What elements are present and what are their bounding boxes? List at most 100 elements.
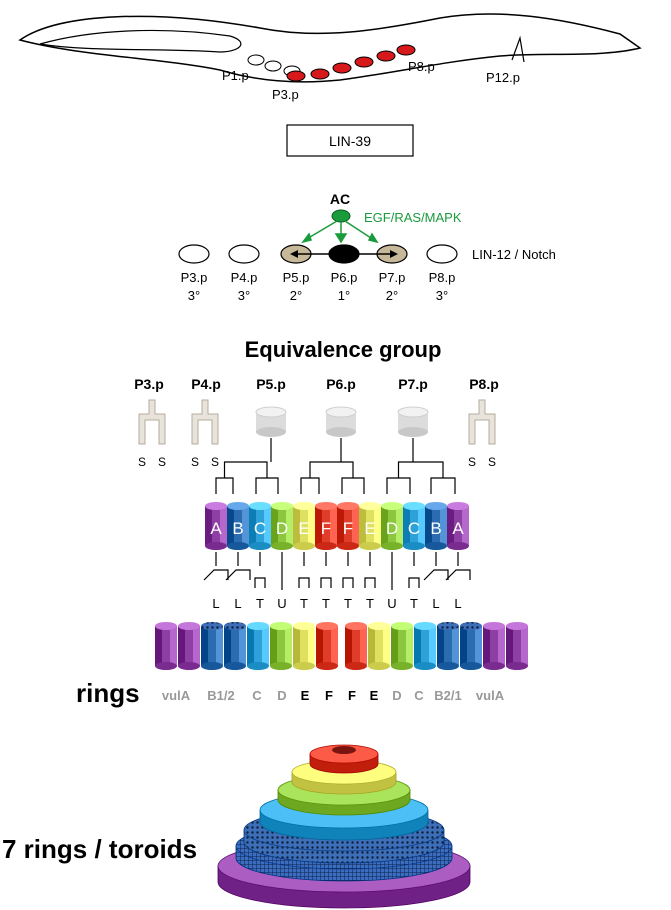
ring-label: B1/2 <box>207 688 234 703</box>
division-label: U <box>277 596 286 611</box>
ring-label: vulA <box>162 688 191 703</box>
lateral-arrowhead-left <box>290 250 298 258</box>
vpc-fate: 1° <box>338 288 350 303</box>
worm-cell-red <box>310 68 330 80</box>
division-label: T <box>366 596 374 611</box>
tertiary-fork <box>191 399 219 445</box>
division-line <box>423 569 449 581</box>
cylinder-F: F <box>337 502 359 550</box>
vpc-name: P4.p <box>231 270 258 285</box>
vpc-name: P7.p <box>379 270 406 285</box>
vpc-cell-p8p <box>426 244 458 264</box>
ring-cylinder-B <box>201 622 223 670</box>
s-label: S <box>138 455 146 469</box>
ring-label: vulA <box>476 688 505 703</box>
ring-label: C <box>414 688 424 703</box>
division-label: T <box>300 596 308 611</box>
induction-panel: AC EGF/RAS/MAPK P3.p3°P4.p3°P5.p2°P6.p1°… <box>178 191 556 303</box>
lin39-box: LIN-39 <box>286 124 414 157</box>
worm-cell-red <box>354 56 374 68</box>
ring-cylinder-D <box>391 622 413 670</box>
cylinder-letter: B <box>430 519 441 538</box>
ring-label: F <box>348 688 356 703</box>
lineage-branch <box>341 477 365 494</box>
ring-label: C <box>252 688 262 703</box>
egf-arrows <box>301 220 379 244</box>
cylinder-letter: C <box>408 519 420 538</box>
cylinder-letter: F <box>343 519 353 538</box>
division-label: T <box>344 596 352 611</box>
s-label: S <box>468 455 476 469</box>
lateral-arrowhead-right <box>390 250 398 258</box>
cylinder-letter: E <box>364 519 375 538</box>
worm-cell-red <box>286 70 306 82</box>
vpc-cylinder <box>397 406 429 437</box>
division-label: U <box>387 596 396 611</box>
ring-cylinder-E <box>293 622 315 670</box>
division-line <box>254 577 266 588</box>
cylinder-B: B <box>425 502 447 550</box>
vpc-fate: 3° <box>188 288 200 303</box>
worm-cell-open <box>247 54 265 66</box>
cylinder-C: C <box>249 502 271 550</box>
vpc-name: P5.p <box>283 270 310 285</box>
vpc-cell-p6p <box>328 244 360 264</box>
ring-label: D <box>392 688 401 703</box>
worm-cell-open <box>264 60 282 72</box>
vpc-cylinder <box>325 406 357 437</box>
lineage-branch <box>223 461 268 478</box>
worm-label-p1p: P1.p <box>222 68 249 83</box>
division-label: L <box>454 596 461 611</box>
vpc-cell-p4p <box>228 244 260 264</box>
equiv-header: P6.p <box>326 376 356 392</box>
ring-cylinder-A <box>178 622 200 670</box>
cylinder-letter: F <box>321 519 331 538</box>
vpc-cylinder <box>255 406 287 437</box>
worm-cell-red <box>376 50 396 62</box>
equivalence-title: Equivalence group <box>245 337 442 362</box>
s-label: S <box>191 455 199 469</box>
lineage-branch <box>309 461 354 478</box>
anchor-cell-label: AC <box>330 191 350 207</box>
vpc-fate: 3° <box>238 288 250 303</box>
division-line <box>298 577 310 588</box>
ring-cylinder-A <box>155 622 177 670</box>
cylinder-letter: A <box>452 519 464 538</box>
ring-cylinder-C <box>247 622 269 670</box>
ring-cylinder-F <box>316 622 338 670</box>
lin39-label: LIN-39 <box>329 133 371 149</box>
notch-label: LIN-12 / Notch <box>472 247 556 262</box>
division-line <box>445 569 471 581</box>
s-label: S <box>211 455 219 469</box>
division-line <box>408 577 420 588</box>
worm-illustration: P1.p P3.p P8.p P12.p <box>18 13 642 102</box>
worm-label-p12p: P12.p <box>486 70 520 85</box>
cylinder-letter: A <box>210 519 222 538</box>
tertiary-fork <box>138 399 166 445</box>
anchor-cell <box>331 209 351 223</box>
vpc-fate: 2° <box>386 288 398 303</box>
division-line <box>203 569 229 581</box>
worm-cell-red <box>396 44 416 56</box>
cylinder-C: C <box>403 502 425 550</box>
division-label: L <box>432 596 439 611</box>
cylinder-B: B <box>227 502 249 550</box>
vpc-name: P3.p <box>181 270 208 285</box>
s-label: S <box>158 455 166 469</box>
vpc-cell-p3p <box>178 244 210 264</box>
cylinder-E: E <box>293 502 315 550</box>
lineage-branch <box>397 461 444 478</box>
equiv-header: P4.p <box>191 376 221 392</box>
vpc-fate: 3° <box>436 288 448 303</box>
ring-label: B2/1 <box>434 688 461 703</box>
ring-cylinder-D <box>270 622 292 670</box>
lineage-branch <box>300 477 320 494</box>
ring-cylinder-B <box>437 622 459 670</box>
worm-label-p8p: P8.p <box>408 59 435 74</box>
cylinder-D: D <box>381 502 403 550</box>
division-line <box>225 569 251 581</box>
tertiary-fork <box>468 399 496 445</box>
division-line <box>320 577 332 588</box>
rings-title: rings <box>76 678 140 708</box>
equiv-header: P5.p <box>256 376 286 392</box>
